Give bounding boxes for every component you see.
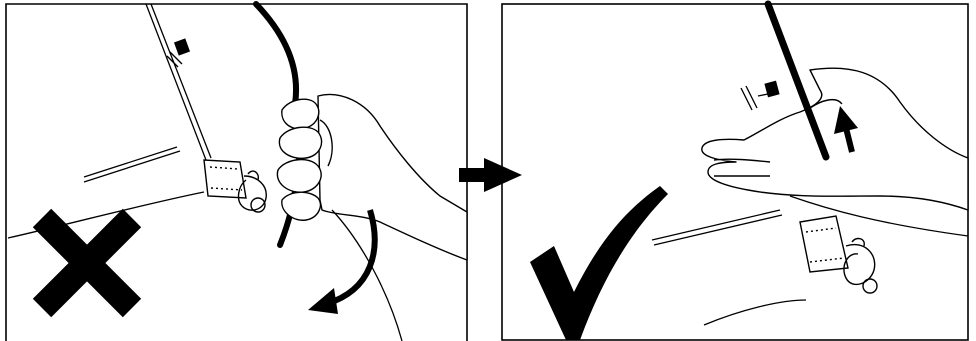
- checkmark-icon: [530, 186, 668, 340]
- tent-canvas: [652, 210, 806, 325]
- panel-incorrect: [6, 4, 467, 341]
- tent-canvas: [8, 4, 211, 238]
- cross-icon: [42, 218, 132, 308]
- arrow-right-icon: [459, 158, 522, 192]
- strap-with-ring: [204, 160, 266, 212]
- canvas-fitting: [741, 81, 780, 110]
- strap-with-ring: [800, 216, 877, 293]
- bend-direction-arrow-icon: [308, 210, 375, 314]
- canvas-fitting: [167, 38, 190, 67]
- panel-correct: [502, 4, 968, 340]
